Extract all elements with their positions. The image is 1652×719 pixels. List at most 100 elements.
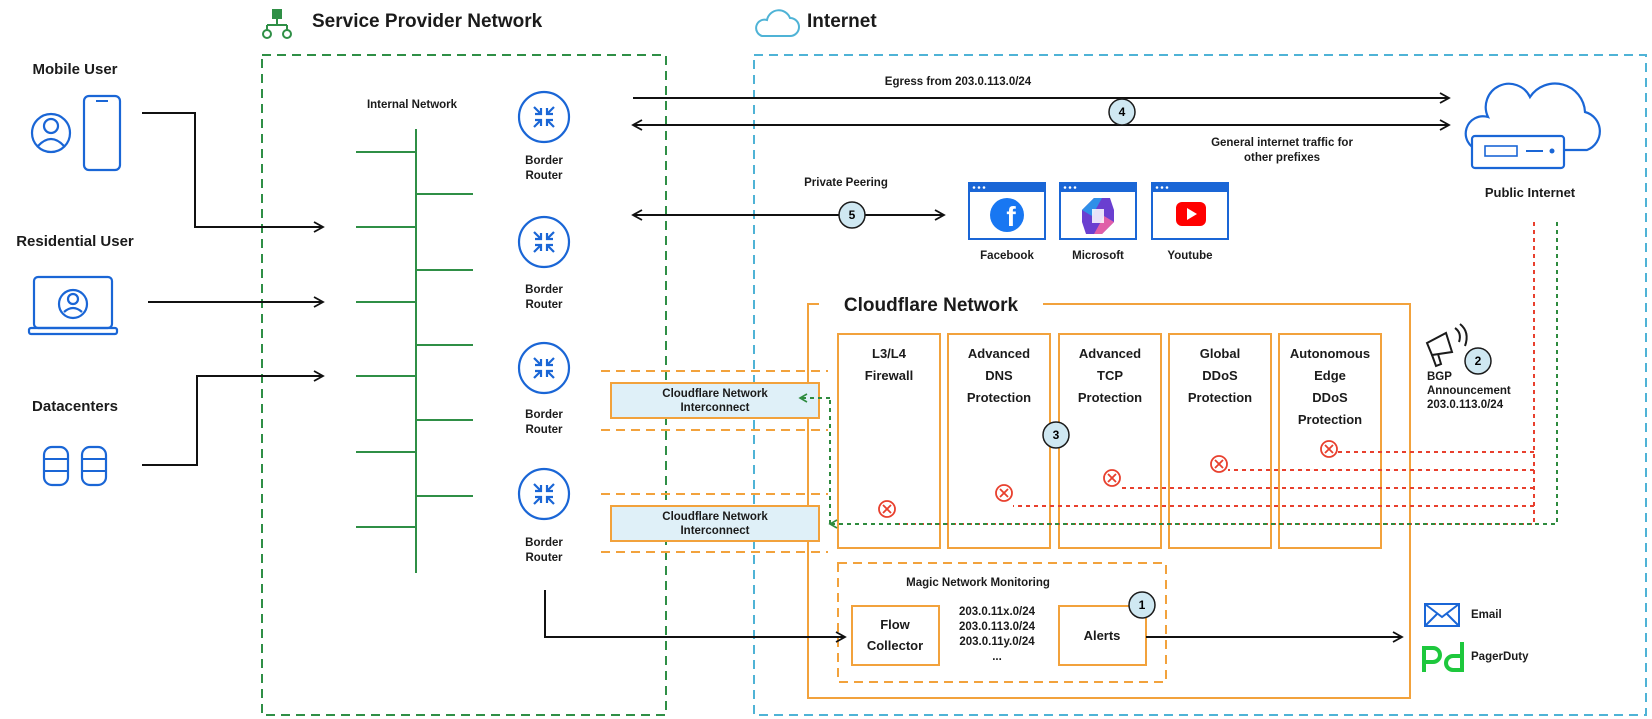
alerts-box: Alerts	[1058, 605, 1147, 666]
service-dns-line-3: Protection	[967, 390, 1031, 405]
border-router-1-line2: Router	[525, 170, 563, 182]
public-internet-label: Public Internet	[1485, 185, 1576, 200]
service-tcp-line-2: TCP	[1097, 368, 1123, 383]
step-badge-4: 4	[1108, 98, 1136, 126]
server-cloud-icon	[1464, 82, 1601, 170]
datacenters-label: Datacenters	[32, 398, 118, 415]
step-3-number: 3	[1053, 428, 1060, 442]
mobile-user-connector	[142, 112, 325, 233]
residential-user-label: Residential User	[16, 233, 134, 250]
service-global-line-2: DDoS	[1202, 368, 1238, 383]
microsoft-icon	[1082, 198, 1114, 234]
step-badge-3: 3	[1042, 421, 1070, 449]
step-4-number: 4	[1119, 105, 1126, 119]
prefix-4: ...	[992, 651, 1002, 663]
bgp-line-2: Announcement	[1427, 385, 1511, 397]
facebook-peer: f Facebook	[968, 182, 1046, 262]
interconnect-2: Cloudflare Network Interconnect	[601, 493, 828, 553]
step-2-number: 2	[1475, 354, 1482, 368]
border-router-4-line1: Border	[525, 537, 563, 549]
service-edge-line-1: Autonomous	[1290, 346, 1370, 361]
border-router-1-line1: Border	[525, 155, 563, 167]
prefix-2: 203.0.113.0/24	[959, 621, 1036, 633]
mobile-user-icon	[30, 94, 122, 172]
internal-network-label: Internal Network	[367, 99, 458, 111]
cloudflare-network-box	[807, 303, 1411, 699]
interconnect-1-line-1: Cloudflare Network	[662, 388, 768, 400]
service-l3l4-firewall: L3/L4 Firewall	[837, 333, 941, 549]
cloudflare-network-title: Cloudflare Network	[844, 295, 1019, 316]
border-router-4: Border Router	[517, 467, 571, 564]
microsoft-label: Microsoft	[1072, 250, 1124, 262]
border-router-1: Border Router	[517, 90, 571, 182]
step-badge-5: 5	[838, 201, 866, 229]
service-dns-line-2: DNS	[985, 368, 1013, 383]
facebook-icon: f	[990, 198, 1024, 232]
pagerduty-label: PagerDuty	[1471, 651, 1529, 663]
interconnect-1: Cloudflare Network Interconnect	[601, 370, 828, 431]
service-global-line-3: Protection	[1188, 390, 1252, 405]
service-edge-line-3: DDoS	[1312, 390, 1348, 405]
internal-network-bus	[356, 129, 473, 573]
service-tcp-line-1: Advanced	[1079, 346, 1141, 361]
service-tcp-line-3: Protection	[1078, 390, 1142, 405]
border-router-4-line2: Router	[525, 552, 563, 564]
internet-title: Internet	[807, 11, 877, 32]
interconnect-2-line-1: Cloudflare Network	[662, 511, 768, 523]
facebook-label: Facebook	[980, 250, 1034, 262]
cloud-icon	[755, 9, 800, 37]
alerts-label: Alerts	[1084, 628, 1121, 643]
pagerduty-icon	[1422, 642, 1464, 672]
border-router-2: Border Router	[517, 215, 571, 311]
border-router-2-line1: Border	[525, 284, 563, 296]
megaphone-icon	[1425, 323, 1468, 368]
prefix-3: 203.0.11y.0/24	[959, 636, 1035, 648]
monitoring-title: Magic Network Monitoring	[906, 577, 1050, 589]
mobile-user-label: Mobile User	[32, 61, 117, 78]
step-5-number: 5	[849, 208, 856, 222]
general-traffic-label-2: other prefixes	[1244, 152, 1320, 164]
service-edge-line-2: Edge	[1314, 368, 1346, 383]
service-advanced-dns: Advanced DNS Protection	[947, 333, 1051, 549]
service-edge-line-4: Protection	[1298, 412, 1362, 427]
service-l3l4-line-1: L3/L4	[872, 346, 907, 361]
service-dns-line-1: Advanced	[968, 346, 1030, 361]
prefix-1: 203.0.11x.0/24	[959, 606, 1036, 618]
bgp-line-3: 203.0.113.0/24	[1427, 399, 1504, 411]
border-router-3-line1: Border	[525, 409, 563, 421]
general-traffic-label-1: General internet traffic for	[1211, 137, 1353, 149]
router-icon	[517, 341, 571, 395]
interconnect-2-line-2: Interconnect	[680, 525, 749, 537]
service-global-ddos: Global DDoS Protection	[1168, 333, 1272, 549]
email-icon	[1424, 603, 1460, 627]
bgp-line-1: BGP	[1427, 371, 1452, 383]
blocked-x-icon	[878, 440, 1338, 518]
step-badge-2: 2	[1464, 347, 1492, 375]
datacenter-connector	[142, 370, 325, 466]
youtube-peer: Youtube	[1151, 182, 1229, 262]
flow-export-arrow	[544, 590, 847, 643]
microsoft-peer: Microsoft	[1059, 182, 1137, 262]
service-provider-region	[261, 54, 667, 716]
service-provider-title: Service Provider Network	[312, 11, 543, 32]
router-icon	[517, 467, 571, 521]
flow-collector-line-2: Collector	[867, 638, 923, 653]
egress-label: Egress from 203.0.113.0/24	[885, 76, 1032, 88]
attack-traffic-lines	[895, 222, 1535, 525]
router-icon	[517, 90, 571, 144]
network-tree-icon	[262, 9, 292, 39]
private-peering-label: Private Peering	[804, 177, 888, 189]
internet-region	[753, 54, 1647, 716]
svg-text:f: f	[1006, 201, 1016, 232]
youtube-label: Youtube	[1167, 250, 1212, 262]
step-badge-1: 1	[1128, 591, 1156, 619]
email-label: Email	[1471, 609, 1502, 621]
clean-traffic-lines	[798, 222, 1558, 529]
step-1-number: 1	[1139, 598, 1146, 612]
service-l3l4-line-2: Firewall	[865, 368, 913, 383]
flow-collector: Flow Collector	[851, 605, 940, 666]
service-autonomous-edge-ddos: Autonomous Edge DDoS Protection	[1278, 333, 1382, 549]
flow-collector-line-1: Flow	[880, 617, 910, 632]
database-icon	[42, 445, 108, 487]
